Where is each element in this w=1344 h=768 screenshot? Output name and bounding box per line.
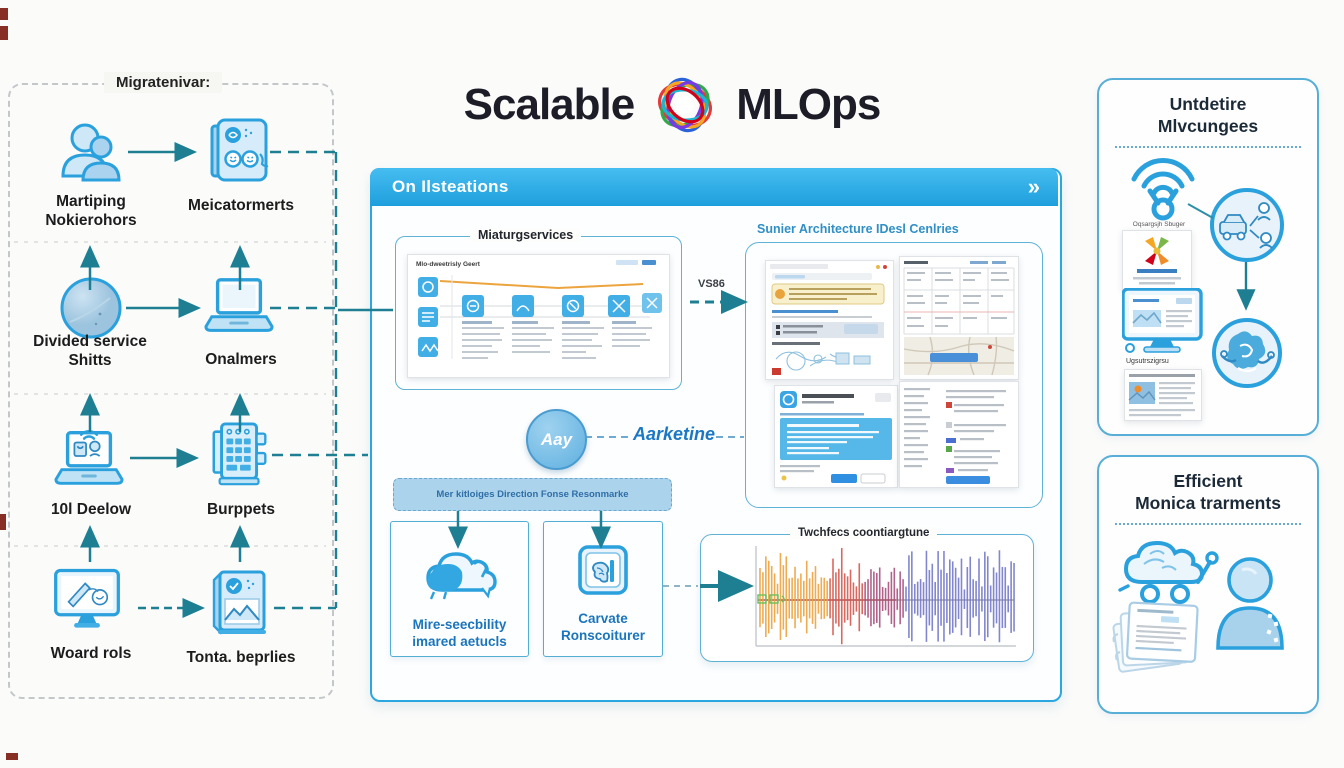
flow-node-label: Martiping Nokierohors: [45, 193, 137, 229]
settings-list-mini-screenshot: [899, 381, 1019, 488]
app-page-mini-screenshot: [774, 385, 898, 488]
document-faces-icon: [210, 118, 269, 182]
badge-card-label: Oqsargsjh Sbuger: [1132, 221, 1186, 228]
hub-circle: Aay: [526, 409, 587, 470]
title-word-right: MLOps: [736, 80, 881, 129]
flow-node-label: Burppets: [206, 501, 276, 518]
illustrations-header-title: On Ilsteations: [392, 177, 509, 196]
flow-node-label: Divided service Shitts: [33, 333, 147, 369]
edge-artifact: [0, 8, 8, 20]
feature-box-visibility: Mire-seecbility imared aetucls: [390, 521, 529, 657]
cloud-icon: [425, 552, 497, 600]
article-card: [1124, 369, 1202, 421]
article-caption: Ugsutrszigrsu: [1126, 358, 1169, 365]
car-people-circle-icon: [1210, 188, 1284, 262]
direction-banner: Mer kitloiges Direction Fonse Resonmarke: [393, 478, 672, 511]
illustrations-panel-header: On Ilsteations »: [370, 168, 1058, 206]
feature-box-converter: Carvate Ronscoiturer: [543, 521, 663, 657]
laptop-wifi-icon: [54, 430, 124, 485]
paper-stack-icon: [1112, 601, 1199, 673]
team-icon: [61, 123, 121, 182]
wifi-antenna-icon: [1131, 158, 1195, 221]
tangle-logo-icon: [658, 77, 713, 133]
flow-node-label: Onalmers: [205, 351, 277, 368]
feature-label: Carvate Ronscoiturer: [560, 611, 645, 643]
monitor-pen-icon: [54, 568, 120, 628]
direction-banner-text: Mer kitloiges Direction Fonse Resonmarke: [436, 489, 629, 500]
flow-node-label: Tonta. beprlies: [186, 649, 296, 666]
person-icon: [1216, 557, 1284, 650]
cloud-cart-icon: [1118, 540, 1219, 604]
edge-artifact: [0, 26, 8, 40]
page-title: Scalable MLOps: [0, 70, 1344, 140]
vs-label: VS86: [698, 278, 725, 290]
right-top-panel-title: Untdetire Mlvcungees: [1157, 94, 1259, 136]
architecture-section-title: Sunier Architecture IDesl Cenlries: [757, 222, 959, 236]
dotted-divider: [1115, 146, 1301, 148]
double-chevron-icon: »: [1027, 174, 1040, 199]
photo-book-icon: [212, 570, 266, 635]
hub-circle-text: Aay: [540, 429, 573, 449]
feature-label: Mire-seecbility imared aetucls: [412, 617, 507, 649]
right-bottom-panel-title: Efficient Monica trarments: [1135, 471, 1281, 513]
desktop-monitor-icon: [1122, 288, 1203, 353]
left-panel-header: Migratenivar:: [104, 72, 223, 93]
table-map-mini-screenshot: [899, 256, 1019, 380]
title-word-left: Scalable: [463, 80, 636, 129]
svg-text:Mlo-dweetrisly Geert: Mlo-dweetrisly Geert: [416, 261, 481, 268]
dotted-divider: [1115, 523, 1301, 525]
waveform-chart: [755, 546, 1016, 647]
server-icon: [212, 422, 267, 486]
process-circle-icon: [1212, 318, 1282, 388]
hub-link-label: Aarketine: [633, 424, 716, 444]
edge-artifact: [6, 753, 18, 760]
badge-card: [1122, 230, 1192, 290]
waveform-legend-glyphs: [757, 594, 785, 604]
edge-artifact: [0, 514, 6, 530]
waveform-box-title: Twchfecs coontiargtune: [790, 527, 938, 539]
pipeline-mini-screenshot: Mlo-dweetrisly Geert: [407, 254, 670, 378]
flow-node-label: Meicatormerts: [188, 197, 294, 214]
chip-brain-icon: [578, 545, 628, 595]
flow-node-label: Woard rols: [50, 645, 132, 662]
laptop-icon: [204, 278, 274, 332]
pipeline-box-label: Miaturgservices: [470, 228, 582, 242]
flow-node-label: 10l Deelow: [50, 501, 132, 518]
webpage-mini-screenshot: [765, 260, 894, 380]
